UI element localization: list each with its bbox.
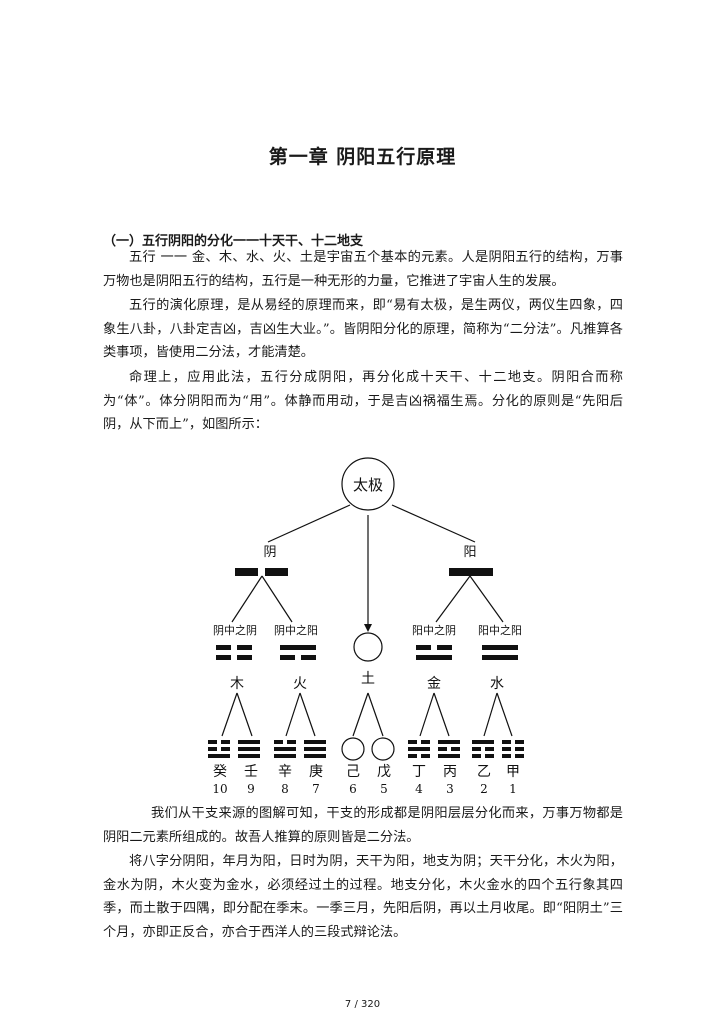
taiji-circle — [341, 457, 395, 511]
yang-line — [449, 568, 493, 576]
stem-wu-circle — [371, 737, 395, 761]
num-10: 10 — [212, 782, 227, 796]
num-9: 9 — [247, 782, 255, 796]
stem-gui: 癸 — [213, 764, 227, 780]
stem-bing: 丙 — [443, 764, 457, 780]
paragraph-5: 将八字分阴阳，年月为阳，日时为阴，天干为阳，地支为阴；天干分化，木火为阳，金水为… — [103, 854, 623, 940]
sub-label-yang-yin: 阳中之阴 — [412, 623, 456, 637]
page-number: 7 / 320 — [344, 999, 381, 1010]
num-3: 3 — [446, 782, 454, 796]
paragraph-3: 命理上，应用此法，五行分成阴阳，再分化成十天干、十二地支。阴阳合而称为“体”。体… — [103, 370, 623, 432]
stem-geng: 庚 — [309, 764, 323, 780]
num-1: 1 — [509, 782, 517, 796]
paragraph-4: 我们从干支来源的图解可知，干支的形成都是阴阳层层分化而来，万事万物都是阴阳二元素… — [103, 806, 623, 845]
element-water: 水 — [490, 676, 504, 692]
stem-yi: 乙 — [477, 764, 491, 780]
num-5: 5 — [380, 782, 388, 796]
stem-ji-circle — [341, 737, 365, 761]
stem-ren: 壬 — [244, 764, 258, 780]
yang-label: 阳 — [463, 545, 476, 560]
num-8: 8 — [281, 782, 289, 796]
taiji-label: 太极 — [353, 476, 383, 494]
element-fire: 火 — [293, 676, 307, 692]
stem-symbols — [208, 740, 524, 758]
sub-label-yin-yin: 阴中之阴 — [213, 623, 257, 637]
element-wood: 木 — [230, 676, 244, 692]
element-earth: 土 — [361, 671, 375, 687]
stem-xin: 辛 — [278, 764, 292, 780]
earth-circle — [353, 632, 383, 662]
num-6: 6 — [349, 782, 357, 796]
chapter-title: 第一章 阴阳五行原理 — [268, 146, 457, 168]
yin-line — [235, 568, 258, 576]
stem-ji: 己 — [346, 764, 360, 780]
sub-label-yin-yang: 阴中之阳 — [274, 623, 318, 637]
yin-label: 阴 — [263, 545, 276, 560]
section-heading: （一）五行阴阳的分化一一十天干、十二地支 — [103, 234, 364, 249]
element-metal: 金 — [427, 676, 441, 692]
stem-wu: 戊 — [377, 764, 391, 780]
num-7: 7 — [312, 782, 320, 796]
stem-jia: 甲 — [506, 764, 520, 780]
stem-ding: 丁 — [412, 764, 426, 780]
paragraph-2: 五行的演化原理，是从易经的原理而来，即“易有太极，是生两仪，两仪生四象，四象生八… — [103, 298, 623, 360]
num-2: 2 — [480, 782, 488, 796]
sub-label-yang-yang: 阳中之阳 — [478, 623, 522, 637]
paragraph-1: 五行 一一 金、木、水、火、土是宇宙五个基本的元素。人是阴阳五行的结构，万事万物… — [103, 250, 623, 289]
four-images — [216, 645, 518, 660]
num-4: 4 — [415, 782, 423, 796]
